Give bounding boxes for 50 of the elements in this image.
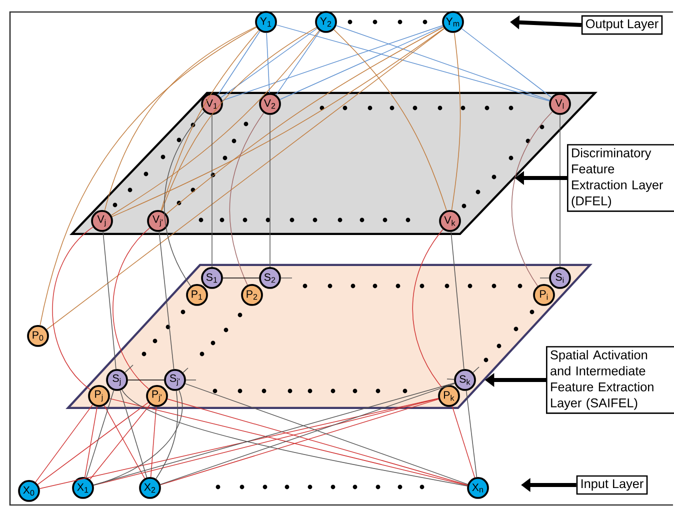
connection-line: [229, 112, 264, 286]
connection-line: [412, 228, 444, 388]
connection-line: [220, 28, 318, 98]
connector-stub: [446, 378, 454, 380]
connection-line: [161, 27, 317, 212]
connection-line: [160, 30, 260, 211]
layer-label-box: Output Layer: [581, 15, 663, 35]
connection-line: [84, 406, 98, 478]
layer-label-box: Input Layer: [576, 475, 648, 495]
connection-line: [112, 28, 444, 217]
connection-line: [39, 398, 439, 489]
connection-line: [450, 232, 464, 370]
connection-line: [35, 404, 93, 483]
connection-line: [112, 228, 150, 390]
connection-line: [89, 404, 151, 480]
connector-stub: [182, 368, 188, 373]
layer-label-box: Spatial Activation and Intermediate Feature Extraction Layer (SAIFEL): [546, 346, 674, 414]
connection-line: [461, 28, 552, 98]
connection-line: [334, 29, 447, 211]
connection-line: [102, 232, 116, 370]
connection-line: [156, 390, 178, 480]
connection-line: [276, 24, 550, 102]
connection-line: [336, 25, 550, 101]
connection-line: [37, 402, 149, 485]
connection-line: [276, 30, 320, 96]
connection-line: [451, 32, 461, 211]
connection-line: [466, 390, 478, 478]
connection-line: [166, 26, 444, 214]
connection-line: [104, 26, 256, 211]
connection-line: [93, 390, 183, 486]
connection-line: [104, 405, 146, 479]
connection-line: [158, 232, 174, 370]
connection-line: [280, 26, 444, 100]
connector-stub: [124, 364, 134, 373]
connection-line: [511, 111, 553, 286]
connection-line: [110, 30, 320, 216]
connection-line: [52, 226, 94, 390]
connection-line: [120, 390, 148, 478]
connection-line: [93, 382, 455, 486]
connection-line: [266, 32, 270, 94]
connection-line: [40, 26, 257, 326]
connection-line: [164, 111, 205, 286]
connection-line: [222, 25, 444, 101]
connector-stub: [472, 366, 480, 373]
connection-line: [452, 406, 476, 478]
connection-line: [150, 406, 157, 478]
connection-line: [46, 28, 445, 330]
layer-label-box: Discriminatory Feature Extraction Layer (DFEL): [567, 144, 674, 212]
connection-line: [86, 390, 114, 478]
connection-line: [218, 30, 260, 96]
